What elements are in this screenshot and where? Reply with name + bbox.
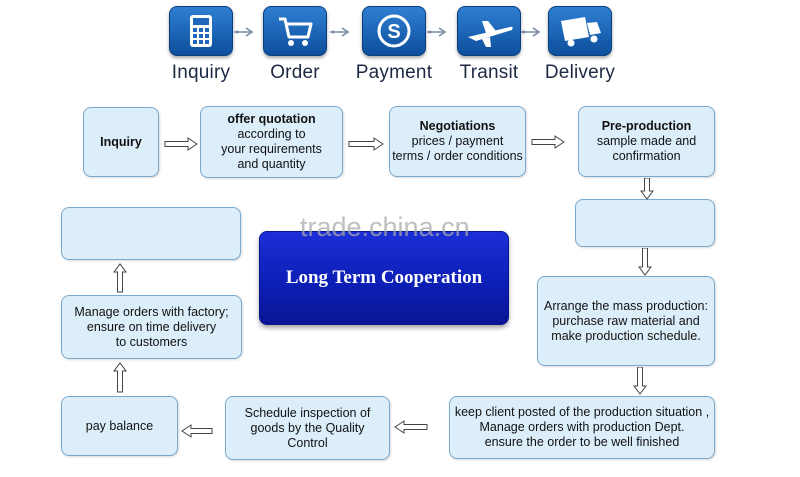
header-step-order: Order bbox=[255, 6, 335, 84]
arrow-left bbox=[394, 420, 428, 434]
flow-box-body: Manage orders with factory; ensure on ti… bbox=[74, 304, 229, 349]
header-step-label: Transit bbox=[459, 62, 519, 83]
header-arrow bbox=[427, 27, 447, 37]
flow-box-body: Schedule inspection of goods by the Qual… bbox=[244, 405, 371, 450]
header-step-payment: S Payment bbox=[354, 6, 434, 84]
arrow-down bbox=[638, 248, 652, 276]
coin-icon: S bbox=[362, 6, 426, 56]
header-step-label: Payment bbox=[355, 62, 433, 83]
flow-box-title: Inquiry bbox=[100, 134, 142, 149]
flow-box-blank-left bbox=[61, 207, 241, 260]
cart-icon bbox=[263, 6, 327, 56]
flow-box-title: offer quotation bbox=[227, 112, 316, 126]
arrow-up bbox=[113, 263, 127, 293]
flow-box-preproduction: Pre-production sample made and confirmat… bbox=[578, 106, 715, 177]
header-arrow bbox=[234, 27, 254, 37]
header-step-delivery: Delivery bbox=[540, 6, 620, 84]
truck-icon bbox=[548, 6, 612, 56]
header-arrow bbox=[521, 27, 541, 37]
arrow-up bbox=[113, 362, 127, 393]
flow-box-body: prices / payment terms / order condition… bbox=[392, 134, 523, 163]
flow-box-body: sample made and confirmation bbox=[596, 134, 697, 163]
arrow-down bbox=[633, 367, 647, 395]
flow-box-mass-production: Arrange the mass production: purchase ra… bbox=[537, 276, 715, 366]
header-arrow bbox=[330, 27, 350, 37]
long-term-cooperation-block: Long Term Cooperation bbox=[259, 231, 509, 325]
long-term-cooperation-title: Long Term Cooperation bbox=[285, 267, 483, 288]
flow-box-body: according to your requirements and quant… bbox=[221, 127, 322, 171]
flow-box-negotiations: Negotiations prices / payment terms / or… bbox=[389, 106, 526, 177]
header-step-label: Order bbox=[270, 62, 320, 83]
flow-box-title: Pre-production bbox=[601, 119, 692, 133]
flow-box-blank-right bbox=[575, 199, 715, 247]
airplane-icon bbox=[457, 6, 521, 56]
flow-box-manage-orders: Manage orders with factory; ensure on ti… bbox=[61, 295, 242, 359]
arrow-right bbox=[164, 137, 198, 151]
calculator-icon bbox=[169, 6, 233, 56]
arrow-left bbox=[181, 424, 213, 438]
arrow-down bbox=[640, 178, 654, 200]
header-step-transit: Transit bbox=[449, 6, 529, 84]
flow-box-inspection: Schedule inspection of goods by the Qual… bbox=[225, 396, 390, 460]
header-step-label: Delivery bbox=[544, 62, 616, 83]
arrow-right bbox=[348, 137, 384, 151]
flow-box-pay-balance: pay balance bbox=[61, 396, 178, 456]
header-step-label: Inquiry bbox=[171, 62, 231, 83]
flow-box-posted: keep client posted of the production sit… bbox=[449, 396, 715, 459]
flow-box-title: Negotiations bbox=[419, 119, 496, 133]
flow-box-quotation: offer quotation according to your requir… bbox=[200, 106, 343, 178]
flow-box-inquiry: Inquiry bbox=[83, 107, 159, 177]
watermark: trade.china.cn bbox=[300, 212, 470, 242]
flow-box-body: pay balance bbox=[85, 418, 154, 433]
header-step-inquiry: Inquiry bbox=[161, 6, 241, 84]
arrow-right bbox=[531, 135, 565, 149]
flow-box-body: keep client posted of the production sit… bbox=[454, 405, 710, 449]
svg-text:S: S bbox=[387, 21, 400, 43]
flow-box-body: Arrange the mass production: purchase ra… bbox=[544, 298, 708, 343]
